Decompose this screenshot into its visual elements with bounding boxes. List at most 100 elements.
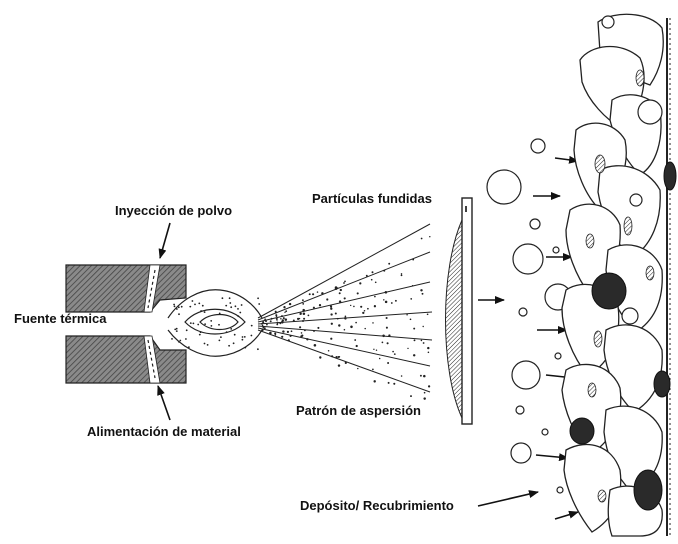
- spray-dot: [279, 322, 281, 324]
- spray-dot: [328, 350, 330, 352]
- spray-dot: [376, 349, 377, 350]
- spray-dot: [281, 336, 283, 338]
- spray-dot: [302, 299, 304, 301]
- plume-dot: [229, 297, 231, 299]
- spray-dot: [317, 327, 319, 329]
- spray-dot: [372, 271, 374, 273]
- spray-dot: [427, 347, 429, 349]
- spray-dot: [340, 289, 342, 291]
- plume-dot: [239, 312, 241, 314]
- spray-dot: [339, 300, 341, 302]
- spray-dot: [330, 308, 332, 310]
- plume-dot: [242, 336, 244, 338]
- spray-dot: [374, 296, 376, 298]
- spray-dot: [265, 320, 267, 322]
- substrate-wall-icon: [667, 18, 670, 536]
- spray-dot: [388, 334, 390, 336]
- spray-dot: [266, 324, 268, 326]
- dark-particle: [592, 273, 626, 309]
- spray-dot: [382, 335, 385, 338]
- plume-dot: [230, 328, 232, 330]
- spray-dot: [387, 342, 389, 344]
- spray-dot: [407, 348, 408, 349]
- spray-dot: [319, 356, 321, 358]
- plume-dot: [228, 345, 230, 347]
- plume-dot: [226, 331, 228, 333]
- spray-dot: [276, 319, 278, 321]
- plume-dot: [207, 344, 209, 346]
- spray-dot: [289, 303, 291, 305]
- spray-dot: [393, 383, 395, 385]
- plume-dot: [237, 315, 239, 317]
- droplet: [487, 170, 521, 204]
- spray-dot: [357, 368, 358, 369]
- spray-dot: [337, 318, 339, 320]
- spray-dot: [421, 238, 423, 240]
- spray-dot: [270, 320, 272, 322]
- plume-dot: [186, 329, 188, 331]
- spray-pattern-label: Patrón de aspersión: [296, 403, 421, 418]
- spray-dot: [360, 306, 362, 308]
- spray-dot: [423, 397, 425, 399]
- flight-arrows: [478, 158, 578, 519]
- spray-dot: [330, 313, 332, 315]
- spray-dot: [308, 315, 310, 317]
- plume-dot: [189, 306, 191, 308]
- plume-dot: [219, 313, 221, 315]
- spray-dot: [313, 331, 314, 332]
- spray-dot: [394, 353, 396, 355]
- spray-dot: [290, 335, 292, 337]
- spray-dot: [299, 326, 301, 328]
- spray-dot: [372, 322, 374, 324]
- droplet: [516, 406, 524, 414]
- spray-dot: [423, 342, 425, 344]
- plume-dot: [188, 346, 190, 348]
- spray-dot: [413, 354, 415, 356]
- spray-dot: [299, 313, 301, 315]
- spray-plume-icon: [168, 290, 262, 356]
- spray-dot: [345, 315, 347, 317]
- spray-dot: [386, 327, 388, 329]
- plume-dot: [204, 343, 206, 345]
- spray-dot: [374, 305, 376, 307]
- spray-dot: [410, 395, 412, 397]
- spray-dot: [391, 302, 393, 304]
- plume-dot: [173, 304, 175, 306]
- plume-dot: [202, 305, 204, 307]
- plume-dot: [193, 323, 195, 325]
- plume-dot: [225, 305, 227, 307]
- plume-dot: [210, 320, 212, 322]
- spray-dots: [171, 236, 430, 400]
- spray-dot: [359, 282, 361, 284]
- spray-dot: [401, 375, 403, 377]
- powder-injection-label: Inyección de polvo: [115, 203, 232, 218]
- spray-dot: [299, 318, 300, 319]
- droplet: [511, 443, 531, 463]
- plume-dot: [244, 336, 246, 338]
- spray-dot: [335, 356, 337, 358]
- dark-particle: [570, 418, 594, 444]
- dark-particle: [634, 470, 662, 510]
- spray-dot: [283, 317, 285, 319]
- spray-dot: [353, 306, 355, 308]
- spray-dot: [262, 329, 264, 331]
- plume-dot: [178, 313, 180, 315]
- spray-dot: [385, 291, 388, 294]
- spray-dot: [330, 305, 332, 307]
- spray-dot: [382, 342, 384, 344]
- plume-dot: [178, 306, 180, 308]
- material-feed-label: Alimentación de material: [87, 424, 241, 439]
- spray-dot: [287, 331, 289, 333]
- spray-dot: [303, 313, 306, 316]
- spray-dot: [301, 332, 303, 334]
- molten-droplets: [487, 139, 571, 493]
- molten-particles-label: Partículas fundidas: [312, 191, 432, 206]
- spray-dot: [375, 281, 377, 283]
- spray-dot: [309, 293, 311, 295]
- spray-dot: [293, 319, 295, 321]
- spray-dot: [422, 293, 424, 295]
- spray-dot: [428, 385, 430, 387]
- spray-dot: [283, 306, 285, 308]
- spray-dot: [282, 330, 284, 332]
